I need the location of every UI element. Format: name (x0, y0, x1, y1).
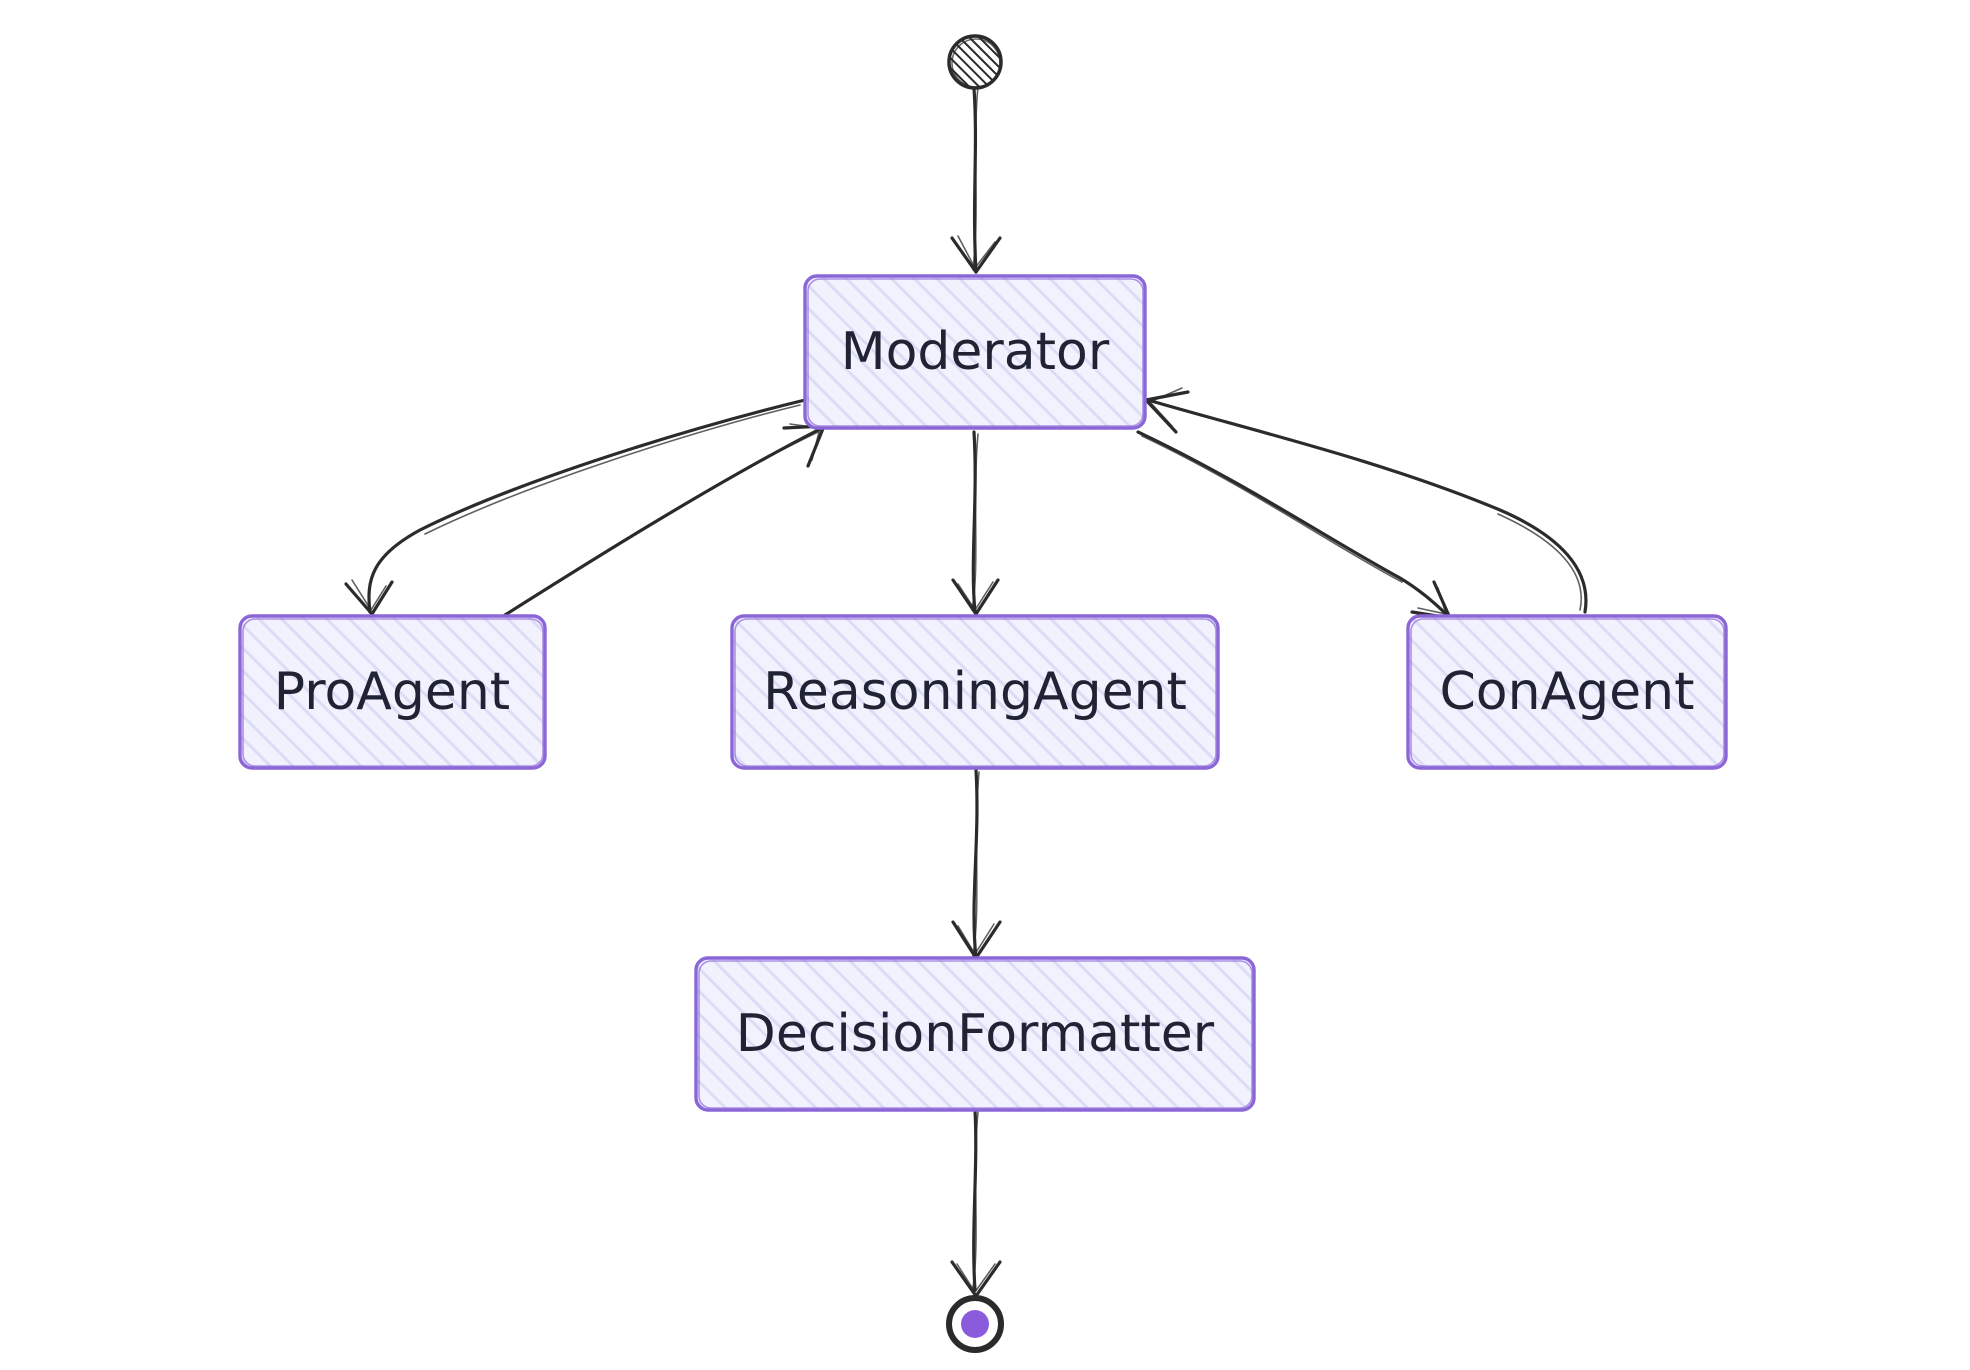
edge-moderator-to-reasoningagent (951, 430, 1000, 616)
node-reasoningagent: ReasoningAgent (730, 614, 1220, 770)
node-conagent: ConAgent (1406, 614, 1728, 770)
node-decisionformatter: DecisionFormatter (694, 956, 1256, 1112)
edge-moderator-to-proagent (344, 398, 807, 616)
node-proagent-label: ProAgent (274, 662, 510, 722)
edges (344, 85, 1588, 1298)
start-state (947, 34, 1003, 90)
edge-proagent-to-moderator (503, 423, 826, 617)
edge-decisionformatter-to-end (950, 1108, 1002, 1298)
node-reasoningagent-label: ReasoningAgent (763, 662, 1187, 722)
node-proagent: ProAgent (238, 614, 547, 770)
node-conagent-label: ConAgent (1440, 662, 1695, 722)
node-decisionformatter-label: DecisionFormatter (736, 1004, 1215, 1064)
edge-conagent-to-moderator (1144, 387, 1588, 614)
node-moderator-label: Moderator (841, 322, 1110, 382)
end-state (946, 1295, 1004, 1353)
edge-start-to-moderator (950, 85, 1002, 274)
node-moderator: Moderator (803, 274, 1147, 430)
edge-moderator-to-conagent (1136, 430, 1452, 620)
edge-reasoningagent-to-decisionformatter (951, 768, 1002, 960)
